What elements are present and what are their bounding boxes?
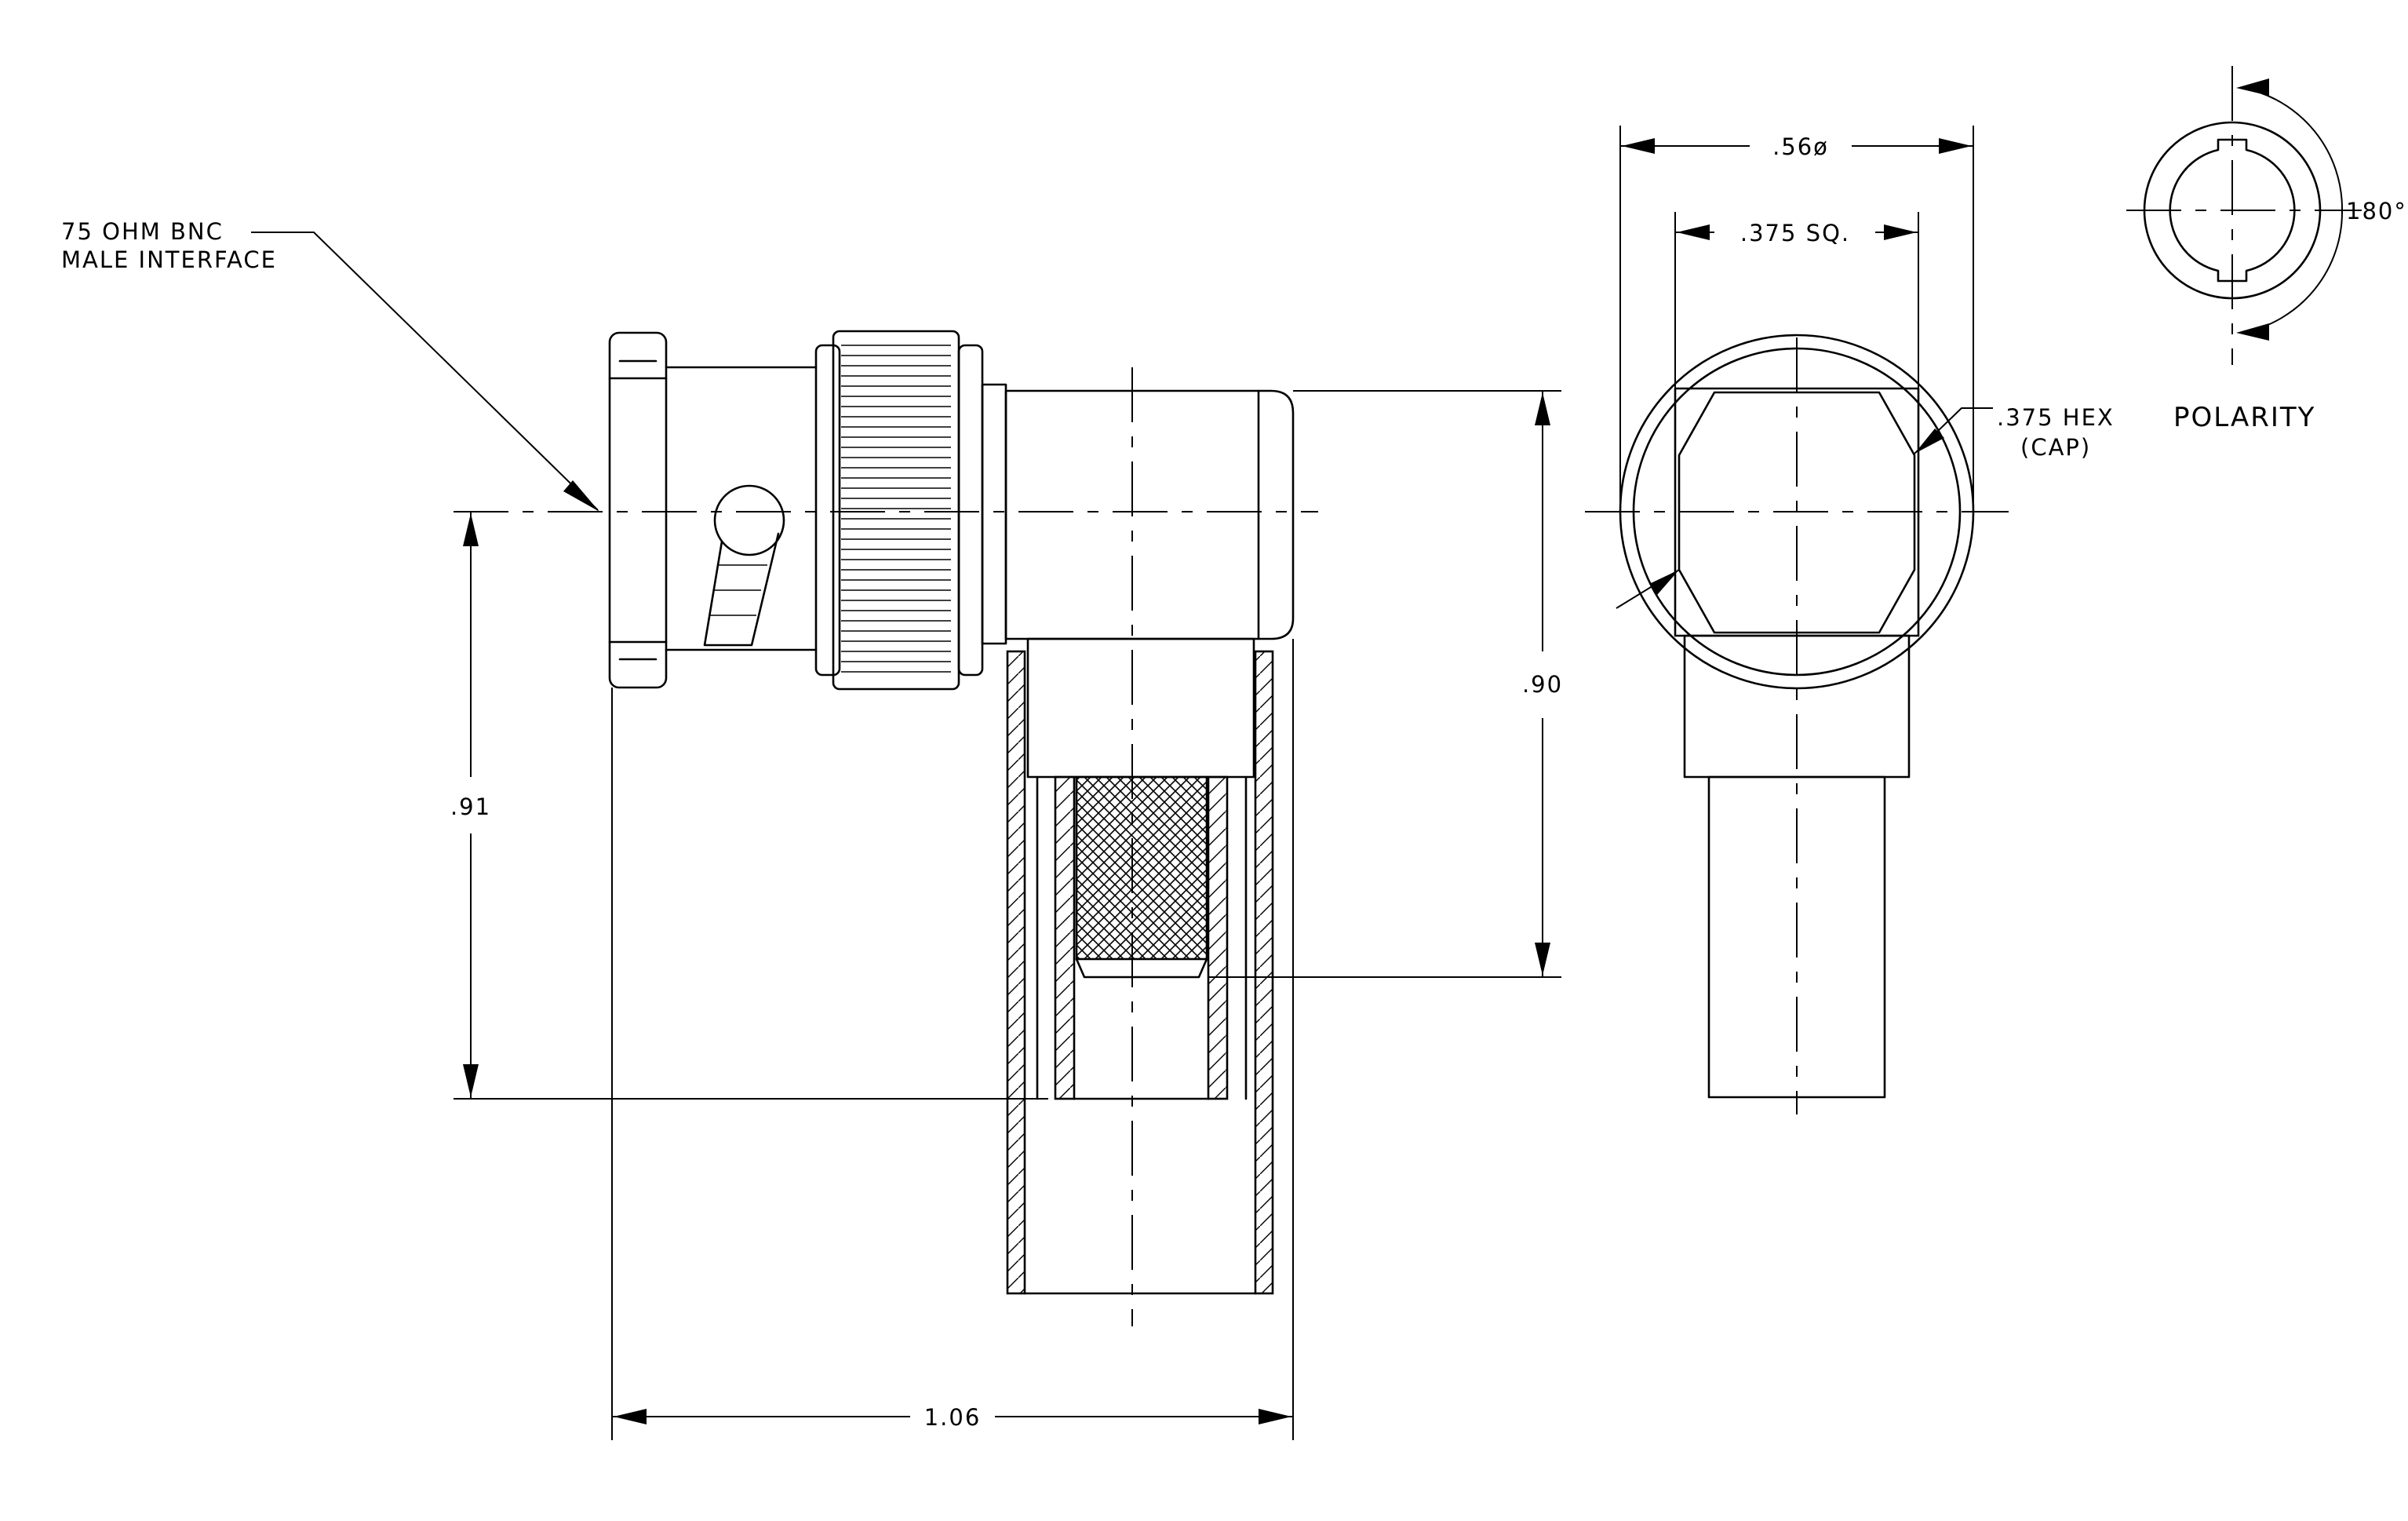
bnc-bayonet-barrel: [665, 366, 818, 651]
dim-hex-line2: (CAP): [2020, 434, 2091, 461]
dimension-height-right: .90: [1208, 390, 1563, 978]
knurled-coupling-nut: [814, 330, 984, 691]
dimension-height-left: .91: [450, 512, 1048, 1100]
interface-note-line1: 75 OHM BNC: [61, 218, 224, 245]
interface-note: 75 OHM BNC MALE INTERFACE: [61, 218, 599, 512]
bnc-front-flange: [608, 331, 668, 689]
side-view: .90 .91 1.06 75 OHM BNC MALE INTERFACE: [61, 218, 1563, 1440]
dimension-hex: .375 HEX (CAP): [1616, 404, 2115, 609]
polarity-view: 180° POLARITY: [2126, 66, 2407, 433]
right-angle-body: [981, 383, 1295, 645]
hex-cap: [1678, 391, 1916, 634]
dimension-length: 1.06: [611, 639, 1294, 1440]
dim-overall-diameter-text: .56ø: [1772, 133, 1829, 160]
polarity-angle-text: 180°: [2346, 198, 2407, 224]
polarity-title: POLARITY: [2173, 402, 2315, 433]
interface-note-line2: MALE INTERFACE: [61, 246, 277, 273]
dim-height-left-text: .91: [450, 793, 491, 820]
end-view: .56ø .375 SQ. .375 HEX (CAP): [1585, 126, 2115, 1114]
dim-square-text: .375 SQ.: [1740, 220, 1850, 246]
crimp-sleeve: [1006, 637, 1274, 1295]
dimension-square: .375 SQ.: [1674, 212, 1919, 388]
dimension-overall-diameter: .56ø: [1619, 126, 1974, 502]
keyed-socket: [2169, 138, 2296, 283]
dim-hex-line1: .375 HEX: [1997, 404, 2115, 431]
dim-height-right-text: .90: [1522, 671, 1563, 698]
dim-length-text: 1.06: [924, 1404, 982, 1431]
